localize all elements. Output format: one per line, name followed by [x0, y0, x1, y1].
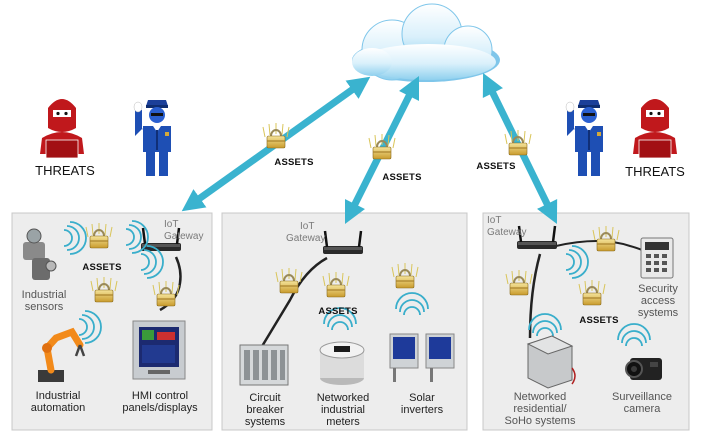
device-label-line: panels/displays: [122, 402, 198, 414]
device-label-line: systems: [244, 416, 286, 428]
cloud-icon: [352, 3, 500, 82]
gateway-label-left: IoT Gateway: [164, 219, 203, 243]
device-label-line: SoHo systems: [504, 415, 576, 427]
security-keypad-icon: [640, 237, 674, 279]
assets-label: ASSETS: [318, 306, 358, 317]
gateway-label-right: IoT Gateway: [487, 215, 526, 239]
hacker-icon-left: [39, 98, 85, 159]
assets-label: ASSETS: [382, 172, 422, 183]
gateway-label-line: Gateway: [286, 233, 326, 244]
residential-system-icon: [526, 335, 576, 389]
police-icon-right: [565, 99, 604, 177]
device-label-meters: Networked industrial meters: [308, 392, 378, 428]
device-label-line: breaker: [246, 404, 284, 416]
device-label-line: camera: [623, 403, 661, 415]
device-label-circuit-breaker: Circuit breaker systems: [232, 392, 298, 428]
device-label-security-access: Security access systems: [628, 283, 688, 319]
device-label-solar-inverters: Solar inverters: [392, 392, 452, 416]
device-label-line: inverters: [400, 404, 444, 416]
gateway-label-line: IoT: [164, 219, 179, 230]
device-label-line: sensors: [24, 301, 64, 313]
device-label-line: HMI control: [131, 390, 189, 402]
device-label-line: Circuit: [249, 392, 281, 404]
device-label-line: Surveillance: [612, 391, 672, 403]
solar-inverter-icon: [389, 333, 455, 382]
police-icon-left: [133, 99, 172, 177]
device-label-line: Security: [638, 283, 678, 295]
assets-label: ASSETS: [82, 262, 122, 273]
device-label-line: industrial: [320, 404, 366, 416]
circuit-breaker-icon: [239, 344, 289, 386]
surveillance-camera-icon: [625, 358, 662, 380]
threats-label-left: THREATS: [35, 163, 95, 178]
hmi-panel-icon: [132, 320, 186, 380]
gateway-label-middle: IoT Gateway: [286, 221, 325, 245]
device-label-line: meters: [326, 416, 360, 428]
threats-label-right: THREATS: [625, 164, 685, 179]
hacker-icon-right: [632, 98, 678, 159]
device-label-line: Industrial: [21, 289, 67, 301]
gateway-label-line: IoT: [487, 215, 502, 226]
device-label-line: Networked: [316, 392, 370, 404]
gateway-label-line: Gateway: [487, 227, 527, 238]
device-label-line: access: [640, 295, 676, 307]
device-label-hmi: HMI control panels/displays: [110, 390, 210, 414]
assets-label: ASSETS: [274, 157, 314, 168]
robot-arm-icon: [38, 327, 86, 382]
assets-label: ASSETS: [476, 161, 516, 172]
device-label-line: Networked: [513, 391, 567, 403]
device-label-line: automation: [30, 402, 86, 414]
device-label-line: residential/: [513, 403, 567, 415]
device-label-line: Solar: [409, 392, 435, 404]
device-label-residential: Networked residential/ SoHo systems: [498, 391, 582, 427]
device-label-industrial-automation: Industrial automation: [20, 390, 96, 414]
assets-label: ASSETS: [579, 315, 619, 326]
device-label-surveillance-camera: Surveillance camera: [604, 391, 680, 415]
meter-icon: [319, 341, 365, 385]
gateway-label-line: Gateway: [164, 231, 204, 242]
device-label-line: Industrial: [35, 390, 81, 402]
industrial-sensors-icon: [23, 228, 57, 280]
device-label-industrial-sensors: Industrial sensors: [12, 289, 76, 313]
device-label-line: systems: [637, 307, 679, 319]
gateway-label-line: IoT: [300, 221, 315, 232]
